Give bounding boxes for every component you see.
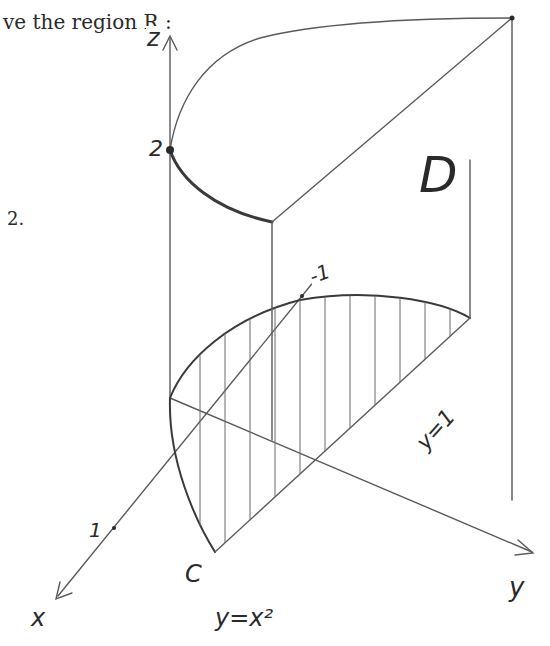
top-surface-edge	[272, 18, 512, 222]
axis-label: x	[30, 606, 46, 630]
hatching	[200, 280, 450, 560]
top-surface-curve	[170, 18, 512, 150]
line-label: y=1	[412, 405, 460, 455]
wall-line	[511, 18, 512, 500]
tick-label: 1	[88, 520, 103, 540]
top-surface-front-curve	[170, 150, 272, 222]
wall-line	[469, 160, 470, 318]
x-arrowhead	[56, 582, 72, 599]
curve-label: y=x²	[214, 606, 274, 630]
point-dot	[510, 16, 515, 21]
tick-dot	[112, 526, 116, 530]
item-number: 2.	[6, 210, 25, 228]
value-label: 2	[148, 138, 164, 160]
wall-line	[271, 222, 272, 440]
x-axis	[58, 280, 315, 596]
y-arrowhead	[515, 540, 533, 555]
axis-label: z	[146, 26, 161, 50]
curve-label: C	[184, 562, 203, 586]
z-arrowhead	[163, 36, 177, 50]
y-axis	[170, 398, 532, 552]
point-dot	[166, 146, 174, 154]
tick-dot	[300, 294, 304, 298]
tick-label: -1	[306, 260, 333, 286]
region-label: D	[418, 150, 459, 200]
y-equals-1-line	[215, 318, 470, 552]
axis-label: y	[508, 574, 525, 600]
z-axis	[169, 38, 170, 398]
